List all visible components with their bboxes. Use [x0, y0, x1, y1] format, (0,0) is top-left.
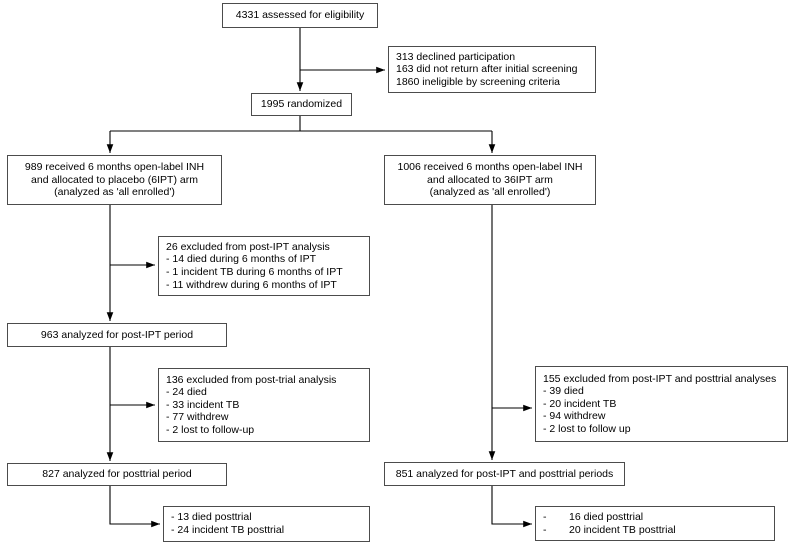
outcome-text: 16 died posttrial — [569, 510, 644, 523]
node-line: 851 analyzed for post-IPT and posttrial … — [395, 467, 614, 480]
node-line: - 14 died during 6 months of IPT — [166, 253, 316, 266]
node-excluded-right: 155 excluded from post-IPT and posttrial… — [535, 366, 788, 442]
node-line: 163 did not return after initial screeni… — [396, 63, 578, 76]
node-line: - 77 withdrew — [166, 411, 229, 424]
node-line: 989 received 6 months open-label INH — [24, 161, 205, 174]
node-line: 827 analyzed for posttrial period — [42, 468, 192, 481]
node-line: - 33 incident TB — [166, 398, 240, 411]
node-line: and allocated to placebo (6IPT) arm — [31, 173, 198, 186]
node-line: 1860 ineligible by screening criteria — [396, 75, 561, 88]
node-line: (analyzed as 'all enrolled') — [429, 186, 551, 199]
node-line: 313 declined participation — [396, 50, 516, 63]
bullet-dash-icon: - — [543, 523, 547, 536]
node-excluded-screening: 313 declined participation 163 did not r… — [388, 46, 596, 93]
node-line: 4331 assessed for eligibility — [235, 9, 365, 22]
node-line: - 39 died — [543, 385, 584, 398]
node-line: 963 analyzed for post-IPT period — [40, 328, 194, 341]
node-line: - 20 incident TB — [543, 397, 617, 410]
node-line: and allocated to 36IPT arm — [427, 173, 553, 186]
node-excluded-posttrial-left: 136 excluded from post-trial analysis - … — [158, 368, 370, 442]
node-line: - 1 incident TB during 6 months of IPT — [166, 266, 343, 278]
bullet-dash-icon: - — [543, 510, 547, 523]
outcome-text: 20 incident TB posttrial — [569, 523, 676, 536]
node-assessed-for-eligibility: 4331 assessed for eligibility — [222, 3, 378, 28]
node-outcomes-right: - 16 died posttrial - 20 incident TB pos… — [535, 506, 775, 541]
outcome-row: - 16 died posttrial — [543, 511, 643, 524]
node-line: 26 excluded from post-IPT analysis — [166, 240, 330, 253]
node-line: 1006 received 6 months open-label INH — [397, 161, 583, 174]
node-line: - 24 incident TB posttrial — [171, 524, 285, 536]
node-excluded-postipt-left: 26 excluded from post-IPT analysis - 14 … — [158, 236, 370, 296]
node-line: (analyzed as 'all enrolled') — [54, 186, 175, 199]
node-analyzed-posttrial-left: 827 analyzed for posttrial period — [7, 463, 227, 486]
node-randomized: 1995 randomized — [251, 93, 352, 116]
node-line: - 2 lost to follow up — [543, 422, 631, 435]
node-arm-6ipt: 989 received 6 months open-label INH and… — [7, 155, 222, 205]
node-line: - 11 withdrew during 6 months of IPT — [166, 278, 337, 291]
node-line: 1995 randomized — [260, 98, 343, 111]
node-line: - 24 died — [166, 386, 207, 399]
node-arm-36ipt: 1006 received 6 months open-label INH an… — [384, 155, 596, 205]
node-line: - 2 lost to follow-up — [166, 423, 255, 436]
node-analyzed-right: 851 analyzed for post-IPT and posttrial … — [384, 462, 625, 486]
node-analyzed-postipt-left: 963 analyzed for post-IPT period — [7, 323, 227, 347]
node-line: - 13 died posttrial — [171, 511, 252, 524]
node-line: 136 excluded from post-trial analysis — [166, 373, 337, 386]
node-line: - 94 withdrew — [543, 410, 606, 423]
node-line: 155 excluded from post-IPT and posttrial… — [543, 372, 777, 385]
outcome-row: - 20 incident TB posttrial — [543, 524, 676, 537]
node-outcomes-left: - 13 died posttrial - 24 incident TB pos… — [163, 506, 370, 542]
